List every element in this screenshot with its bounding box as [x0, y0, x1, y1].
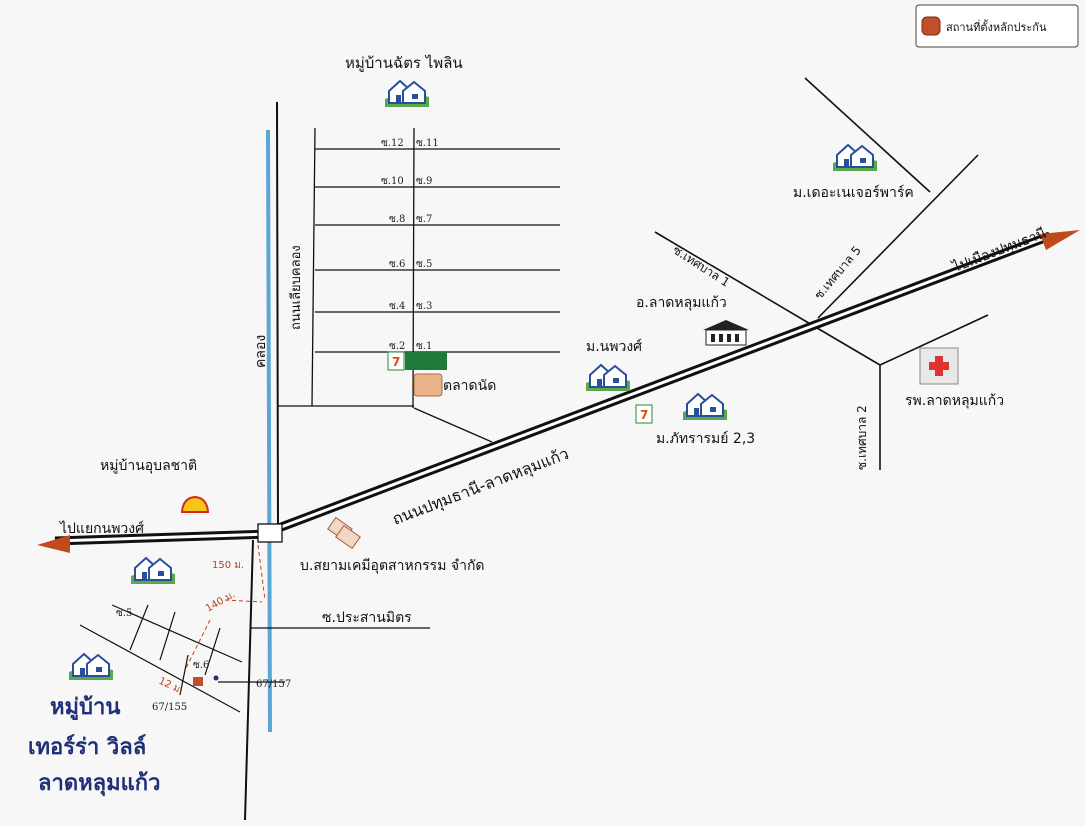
soi-label: ซ.4 [389, 301, 405, 312]
soi-label: ซ.5 [116, 608, 132, 619]
village-grid [277, 127, 560, 443]
soi-label: ซ.12 [381, 138, 404, 149]
soi-label: ซ.7 [416, 214, 432, 225]
south-road [244, 539, 254, 821]
soi-label: ซ.1 [416, 341, 432, 352]
to-pathum-label: ไปเมืองปทุมธานี [949, 224, 1048, 276]
dimension-label: 12 ม. [157, 676, 185, 697]
market-label: ตลาดนัด [443, 378, 496, 394]
canal-road-label: ถนนเลียบคลอง [288, 245, 304, 330]
soi-tessaban5-label: ซ.เทศบาล 5 [812, 243, 864, 302]
ubonchat-label: หมู่บ้านอุบลชาติ [100, 458, 197, 474]
dimension-label: 150 ม. [212, 560, 244, 571]
village-house-icon [585, 364, 631, 392]
east-roads [654, 77, 989, 470]
soi-label: ซ.9 [416, 176, 432, 187]
address-label: 67/157 [256, 679, 291, 690]
soi-label: ซ.6 [193, 660, 209, 671]
village-house-icon [130, 557, 176, 585]
hospital-icon [919, 347, 959, 385]
convenience-store-icon: 7 [387, 351, 447, 371]
soi-prasan-label: ซ.ประสานมิตร [322, 610, 412, 626]
soi-label: ซ.2 [389, 341, 405, 352]
nature-park-label: ม.เดอะเนเจอร์พาร์ค [793, 184, 914, 201]
target-subdivision [79, 604, 285, 713]
pattharam-label: ม.ภัทรารมย์ 2,3 [656, 430, 755, 447]
target-village-line3: ลาดหลุมแก้ว [38, 771, 160, 797]
district-office-icon [703, 320, 749, 346]
address-label: 67/155 [152, 702, 187, 713]
amphoe-label: อ.ลาดหลุมแก้ว [636, 295, 727, 311]
dimension-label: 140 ม. [204, 589, 237, 615]
factory-icon [327, 516, 361, 550]
arrow-to-nopphawong-icon [37, 535, 70, 553]
factory-label: บ.สยามเคมีอุตสาหกรรม จำกัด [300, 558, 485, 574]
soi-label: ซ.3 [416, 301, 432, 312]
svg-text:7: 7 [392, 355, 400, 369]
to-nopphawong-label: ไปแยกนพวงศ์ [59, 520, 144, 537]
legend-marker-icon [921, 16, 941, 36]
soi-tessaban1-label: ซ.เทศบาล 1 [670, 243, 732, 290]
hospital-label: รพ.ลาดหลุมแก้ว [905, 393, 1004, 409]
village-house-icon [68, 653, 114, 681]
soi-label: ซ.6 [389, 259, 405, 270]
village-chatra-label: หมู่บ้านฉัตร ไพลิน [345, 54, 463, 72]
soi-label: ซ.10 [381, 176, 404, 187]
main-road [54, 231, 1052, 546]
soi-label: ซ.11 [416, 138, 439, 149]
canal-road [276, 101, 279, 531]
nopphawong-label: ม.นพวงศ์ [586, 338, 642, 355]
legend-label: สถานที่ตั้งหลักประกัน [946, 19, 1047, 34]
village-house-icon [384, 80, 430, 108]
village-house-icon [832, 144, 878, 172]
canal [266, 129, 272, 733]
arrow-to-pathum-icon [1040, 230, 1080, 250]
canal-label: คลอง [253, 335, 269, 368]
target-location-marker-icon [193, 677, 203, 686]
target-village-line2: เทอร์ร่า วิลล์ [28, 734, 146, 760]
svg-text:7: 7 [640, 408, 648, 422]
soi-tessaban2-label: ซ.เทศบาล 2 [855, 405, 869, 470]
village-house-icon [682, 393, 728, 421]
gas-station-icon [180, 495, 210, 513]
target-village-line1: หมู่บ้าน [50, 695, 120, 721]
soi-label: ซ.5 [416, 259, 432, 270]
soi-label: ซ.8 [389, 214, 405, 225]
convenience-store-icon: 7 [635, 404, 653, 424]
market-icon [413, 373, 443, 397]
legend: สถานที่ตั้งหลักประกัน [915, 4, 1079, 48]
main-road-label: ถนนปทุมธานี-ลาดหลุมแก้ว [390, 444, 572, 530]
